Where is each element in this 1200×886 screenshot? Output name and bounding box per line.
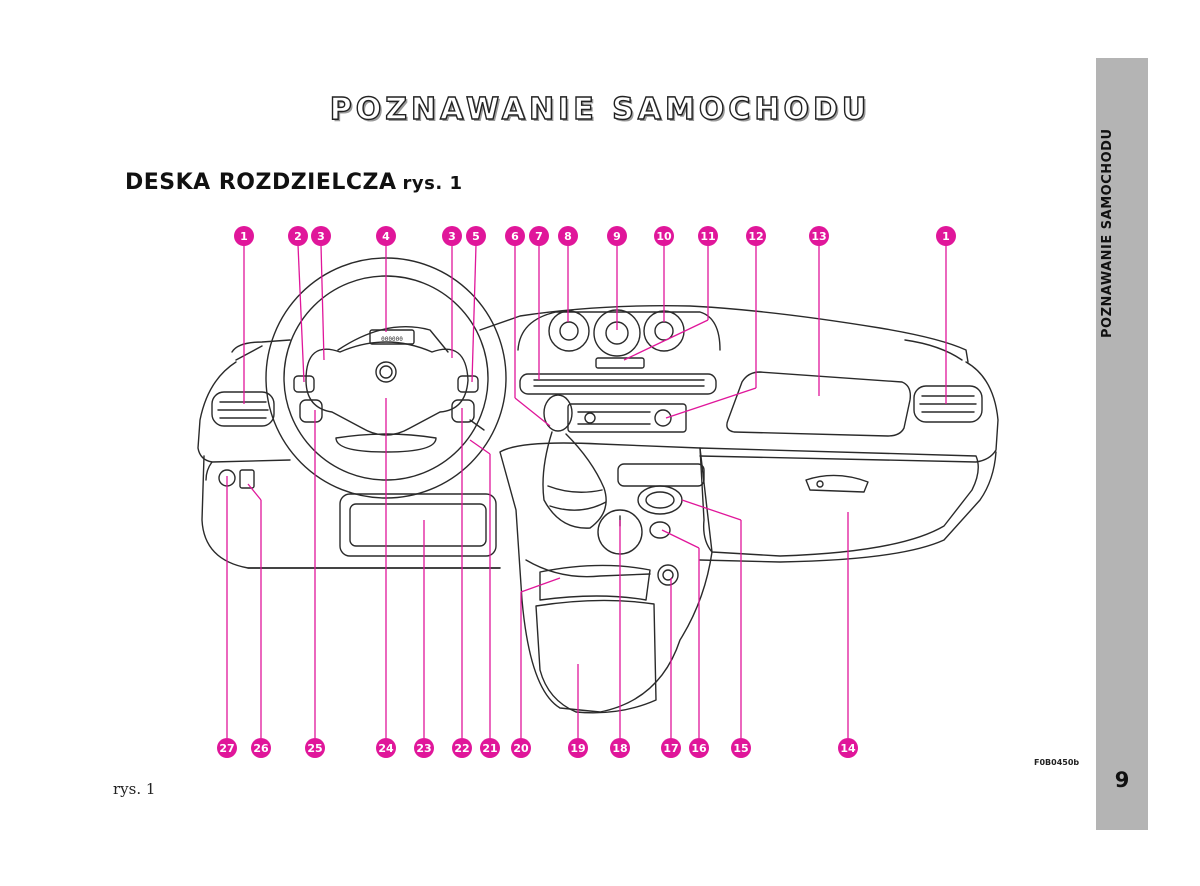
svg-text:26: 26 (253, 742, 269, 755)
callout-13: 13 (809, 226, 829, 246)
callout-4: 4 (376, 226, 396, 246)
climate-display (617, 463, 705, 487)
svg-text:24: 24 (378, 742, 394, 755)
svg-text:9: 9 (613, 230, 621, 243)
callout-23: 23 (414, 738, 434, 758)
radio-unit (567, 403, 687, 433)
windscreen-edge (235, 339, 963, 361)
svg-text:7: 7 (535, 230, 543, 243)
left-button (239, 469, 255, 489)
lower-storage (539, 564, 651, 601)
svg-text:12: 12 (748, 230, 763, 243)
side-tab-label: POZNAWANIE SAMOCHODU (1100, 128, 1115, 338)
svg-text:6: 6 (511, 230, 519, 243)
callout-6: 6 (505, 226, 525, 246)
gauge-left (548, 310, 590, 352)
dashboard-right-body (699, 361, 999, 463)
page-title: POZNAWANIE SAMOCHODU (329, 91, 871, 127)
svg-text:1: 1 (240, 230, 248, 243)
svg-text:11: 11 (700, 230, 715, 243)
callout-2: 2 (288, 226, 308, 246)
callout-11: 11 (698, 226, 718, 246)
svg-text:27: 27 (219, 742, 234, 755)
svg-text:21: 21 (482, 742, 497, 755)
dashboard-top-outline (231, 305, 969, 363)
cluster-display (369, 329, 415, 345)
callout-20: 20 (511, 738, 531, 758)
callout-7: 7 (529, 226, 549, 246)
svg-text:16: 16 (691, 742, 707, 755)
section-heading-text: DESKA ROZDZIELCZA (125, 170, 397, 195)
callout-badges: 1 2 3 4 3 5 6 7 8 9 10 11 12 13 1 27 26 … (217, 226, 956, 758)
figure-caption: rys. 1 (113, 780, 156, 798)
figure-reference: rys. 1 (402, 173, 463, 194)
dashboard-illustration: 1 2 3 4 3 5 6 7 8 9 10 11 12 13 1 27 26 … (197, 226, 999, 758)
callout-17: 17 (661, 738, 681, 758)
svg-text:10: 10 (656, 230, 672, 243)
figure-code: F0B0450b (1034, 758, 1080, 767)
svg-text:20: 20 (513, 742, 529, 755)
vent-left (211, 391, 275, 427)
svg-text:2: 2 (294, 230, 302, 243)
svg-text:3: 3 (448, 230, 456, 243)
glovebox (699, 447, 979, 557)
callout-19: 19 (568, 738, 588, 758)
callout-1b: 1 (936, 226, 956, 246)
svg-text:13: 13 (811, 230, 826, 243)
gear-knob (543, 394, 573, 432)
side-tab (1096, 58, 1148, 830)
svg-text:19: 19 (570, 742, 585, 755)
callout-5: 5 (466, 226, 486, 246)
svg-text:25: 25 (307, 742, 322, 755)
callout-3: 3 (311, 226, 331, 246)
lighter (657, 564, 679, 586)
callout-27: 27 (217, 738, 237, 758)
fiat-logo (375, 361, 397, 383)
callout-3b: 3 (442, 226, 462, 246)
callout-8: 8 (558, 226, 578, 246)
passenger-airbag-panel (726, 371, 912, 437)
callout-14: 14 (838, 738, 858, 758)
callout-24: 24 (376, 738, 396, 758)
svg-text:18: 18 (612, 742, 627, 755)
svg-text:17: 17 (663, 742, 678, 755)
callout-22: 22 (452, 738, 472, 758)
center-console (499, 442, 713, 713)
callout-1: 1 (234, 226, 254, 246)
center-display (595, 357, 645, 369)
callout-9: 9 (607, 226, 627, 246)
svg-text:14: 14 (840, 742, 856, 755)
svg-text:15: 15 (733, 742, 748, 755)
gauge-pod (517, 311, 721, 351)
vent-center (519, 373, 717, 395)
svg-text:1: 1 (942, 230, 950, 243)
callout-25: 25 (305, 738, 325, 758)
cluster-display-text: 000000 (381, 336, 403, 343)
steering-hub (305, 341, 469, 436)
svg-text:8: 8 (564, 230, 572, 243)
callout-21: 21 (480, 738, 500, 758)
dashboard-left-body (197, 361, 291, 463)
svg-text:5: 5 (472, 230, 480, 243)
console-bin (535, 599, 657, 714)
callout-16: 16 (689, 738, 709, 758)
page-number: 9 (1114, 768, 1130, 792)
svg-text:3: 3 (317, 230, 325, 243)
callout-10: 10 (654, 226, 674, 246)
vent-right (913, 385, 983, 423)
svg-text:22: 22 (454, 742, 469, 755)
callout-12: 12 (746, 226, 766, 246)
callout-15: 15 (731, 738, 751, 758)
leader-lines (226, 244, 947, 738)
callout-26: 26 (251, 738, 271, 758)
svg-text:23: 23 (416, 742, 431, 755)
gear-boot (542, 431, 607, 529)
svg-text:4: 4 (382, 230, 390, 243)
callout-18: 18 (610, 738, 630, 758)
climate-knob (637, 485, 683, 515)
